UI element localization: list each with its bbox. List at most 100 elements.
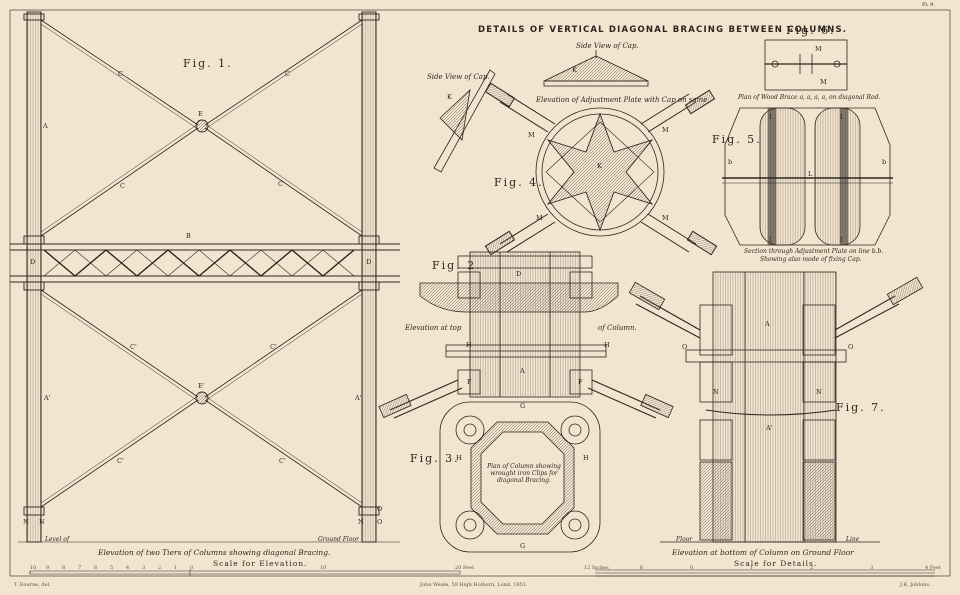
label-h-fig3-left: H (456, 454, 462, 462)
label-b: B (186, 232, 191, 240)
label-b-fig5-right: b (882, 158, 887, 166)
label-i-fig5-2: I (840, 113, 843, 121)
credit-center: John Weale, 59 High Holborn, Lond. 1851. (420, 582, 528, 588)
label-k-fig4: K (597, 162, 602, 170)
label-c-4: C (278, 180, 283, 188)
label-level-of: Level of (45, 536, 70, 543)
label-n-1: N (23, 518, 29, 526)
label-i-fig5-3: I (769, 236, 772, 244)
caption-elevation-two-tiers: Elevation of two Tiers of Columns showin… (98, 548, 331, 557)
side-view-cap-drawing (543, 50, 649, 87)
label-i-fig5-4: I (840, 236, 843, 244)
label-f-fig2-left: F (467, 378, 472, 386)
fig2-elevation-top-drawing (378, 251, 674, 419)
label-n-2: N (39, 518, 45, 526)
fig3-plan-column-drawing (439, 401, 601, 553)
scale-elevation-tick: 20 Feet (455, 565, 475, 571)
caption-plan-column-line2: wrought iron Clips for (490, 470, 558, 477)
caption-plan-column-line1: Plan of Column showing (487, 463, 561, 470)
scale-elevation-tick: 0 (190, 565, 194, 571)
scale-elevation-tick: 7 (78, 565, 82, 571)
label-floor: Floor (676, 536, 693, 543)
label-a-prime: A' (44, 394, 51, 402)
scale-elevation-label: Scale for Elevation. (213, 559, 308, 568)
credit-right: J.R. Jobbins. (900, 582, 931, 588)
fig7-label: Fig. 7. (836, 401, 886, 414)
scale-details-tick: 4 Feet (925, 565, 941, 571)
scale-elevation-tick: 4 (126, 565, 130, 571)
fig5-label: Fig. 5. (712, 133, 762, 146)
caption-side-view-cap-left: Side View of Cap. (427, 73, 490, 81)
label-h-fig3-right: H (583, 454, 589, 462)
plate-number: Pl. 9. (922, 2, 935, 8)
scale-elevation-tick: 10 (320, 565, 327, 571)
label-c-prime-3: C' (117, 457, 124, 465)
label-h-fig2-right: H (604, 341, 610, 349)
label-h-fig2-left: H (466, 341, 472, 349)
label-line: Line (846, 536, 860, 543)
label-b-fig5-left: b (728, 158, 733, 166)
label-f-fig2-right: F (578, 378, 583, 386)
label-a-fig7: A (765, 320, 770, 328)
label-n-fig7-left: N (713, 388, 719, 396)
caption-elevation-top-right: of Column. (598, 324, 637, 332)
caption-plan-column-line3: diagonal Bracing. (497, 477, 551, 484)
fig1-label: Fig. 1. (183, 57, 233, 70)
label-c-3: C (120, 182, 125, 190)
caption-elevation-bottom: Elevation at bottom of Column on Ground … (672, 548, 854, 557)
label-d-left: D (30, 258, 36, 266)
label-i-fig5-1: I (769, 113, 772, 121)
label-a-fig2: A (520, 367, 525, 375)
fig1-elevation-drawing (10, 11, 400, 543)
fig7-elevation-bottom-drawing (628, 271, 924, 543)
caption-plan-wood-brace: Plan of Wood Brace a, a, a, a, on diagon… (738, 94, 881, 101)
caption-elevation-adjustment-plate: Elevation of Adjustment Plate with Cap o… (536, 96, 708, 104)
scale-elevation-tick: 10 (30, 565, 37, 571)
label-m-fig4-3: M (536, 214, 543, 222)
scale-details-label: Scale for Details. (734, 559, 818, 568)
fig3-label: Fig. 3. (410, 452, 460, 465)
plate-border (9, 9, 951, 577)
scale-elevation-tick: 9 (46, 565, 50, 571)
scale-details-tick: 0 (690, 565, 694, 571)
scale-elevation-tick: 3 (142, 565, 146, 571)
label-d-fig2: D (516, 270, 522, 278)
scale-details-tick: 3 (870, 565, 874, 571)
page-title: DETAILS OF VERTICAL DIAGONAL BRACING BET… (478, 25, 848, 35)
caption-section-line2: Showing also mode of fixing Cap. (760, 256, 862, 263)
label-c-prime-4: C' (279, 457, 286, 465)
label-k-cap-left: K (447, 93, 452, 101)
scale-details-tick: 1 (750, 565, 754, 571)
caption-plan-column: Plan of Column showing wrought iron Clip… (486, 463, 562, 484)
fig5-section-drawing (722, 107, 893, 246)
label-m-fig4-1: M (528, 131, 535, 139)
scale-details-tick: 2 (810, 565, 814, 571)
caption-side-view-cap-top: Side View of Cap. (576, 42, 639, 50)
label-o-fig7-right: O (848, 343, 854, 351)
label-c-prime-1: C' (130, 343, 137, 351)
fig6-label: Fig. 6. (786, 24, 836, 37)
label-m-fig4-4: M (662, 214, 669, 222)
label-e: E (198, 110, 203, 118)
label-g-fig3-bottom: G (520, 542, 526, 550)
caption-elevation-top-left: Elevation at top (405, 324, 462, 332)
label-l-fig5: L (808, 170, 813, 178)
label-g-fig3-top: G (520, 402, 526, 410)
scale-elevation-tick: 2 (158, 565, 162, 571)
label-c-1: C (118, 70, 123, 78)
fig4-label: Fig. 4. (494, 176, 544, 189)
label-k-cap-top: K (572, 66, 577, 74)
label-o-fig7-left: O (682, 343, 688, 351)
scale-details-tick: 12 Inches (584, 565, 609, 571)
scale-details-tick: 6 (640, 565, 644, 571)
label-n-3: N (358, 518, 364, 526)
label-m-fig4-2: M (662, 126, 669, 134)
label-c-prime-2: C' (270, 343, 277, 351)
fig2-label: Fig. 2. (432, 259, 482, 272)
label-ground-floor: Ground Floor (318, 536, 359, 543)
label-o-1: O (377, 505, 383, 513)
label-o-2: O (377, 518, 383, 526)
side-view-cap-left-drawing (433, 69, 496, 173)
credit-left: T. Bourne, del. (14, 582, 51, 588)
